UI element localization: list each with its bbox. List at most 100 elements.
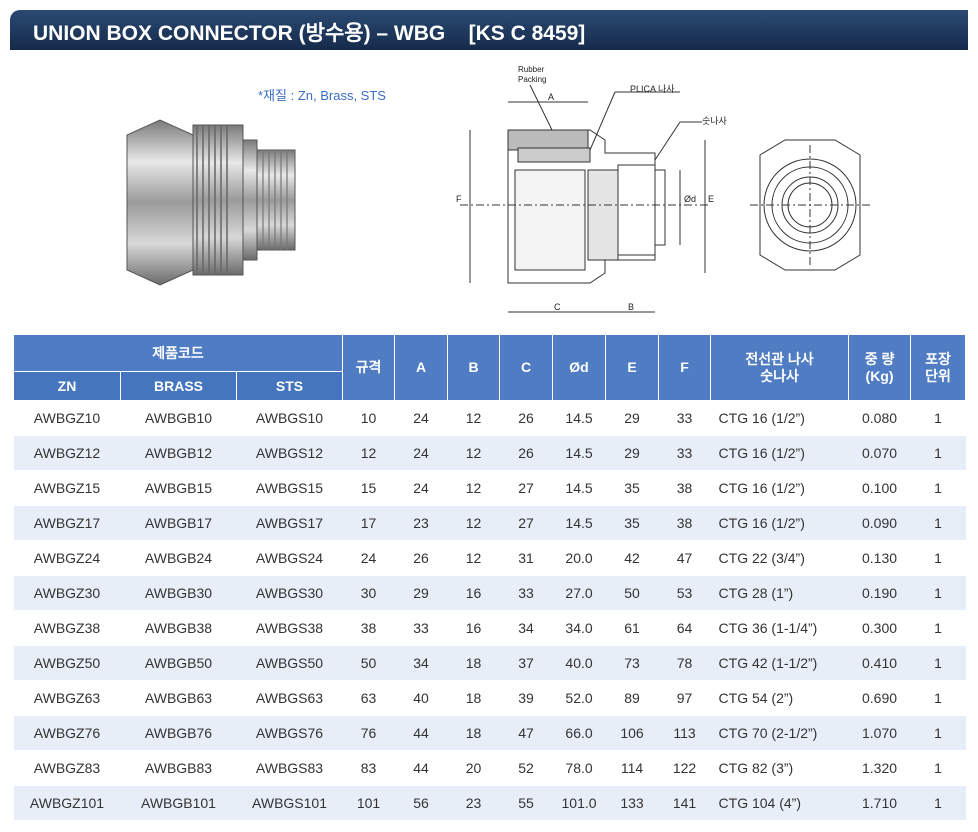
cell-d: 34.0 <box>552 610 606 646</box>
cell-d: 66.0 <box>552 715 606 751</box>
cell-b: 12 <box>447 540 500 576</box>
cell-code-sts: AWBGS76 <box>236 715 343 751</box>
cell-a: 29 <box>394 575 448 611</box>
cell-e: 106 <box>605 715 659 751</box>
cell-f: 64 <box>658 610 711 646</box>
cell-size: 38 <box>342 610 395 646</box>
cell-pack: 1 <box>910 540 966 576</box>
cell-c: 31 <box>499 540 553 576</box>
cell-f: 38 <box>658 505 711 541</box>
cell-code-zn: AWBGZ101 <box>13 785 121 821</box>
cell-c: 26 <box>499 400 553 436</box>
cell-pack: 1 <box>910 505 966 541</box>
cell-b: 18 <box>447 645 500 681</box>
cell-a: 40 <box>394 680 448 716</box>
cell-weight: 0.690 <box>848 680 911 716</box>
header-zn: ZN <box>13 371 121 401</box>
cell-code-brass: AWBGB38 <box>120 610 237 646</box>
cell-code-sts: AWBGS12 <box>236 435 343 471</box>
cell-pack: 1 <box>910 470 966 506</box>
cell-b: 16 <box>447 610 500 646</box>
cell-weight: 0.130 <box>848 540 911 576</box>
cell-e: 89 <box>605 680 659 716</box>
cell-f: 78 <box>658 645 711 681</box>
page-title: UNION BOX CONNECTOR (방수용) – WBG [KS C 84… <box>33 22 586 45</box>
cell-size: 50 <box>342 645 395 681</box>
cell-code-brass: AWBGB50 <box>120 645 237 681</box>
header-d: Ød <box>552 334 607 401</box>
header-b: B <box>447 334 501 401</box>
dim-a-label: A <box>548 92 554 102</box>
cell-weight: 0.070 <box>848 435 911 471</box>
cell-size: 76 <box>342 715 395 751</box>
cell-a: 33 <box>394 610 448 646</box>
cell-b: 12 <box>447 505 500 541</box>
cell-weight: 0.080 <box>848 400 911 436</box>
cell-e: 50 <box>605 575 659 611</box>
cell-pack: 1 <box>910 785 966 821</box>
cell-a: 56 <box>394 785 448 821</box>
cell-pack: 1 <box>910 645 966 681</box>
cell-weight: 1.070 <box>848 715 911 751</box>
cell-thread: CTG 28 (1”) <box>710 575 849 611</box>
cell-c: 52 <box>499 750 553 786</box>
cell-a: 23 <box>394 505 448 541</box>
cell-thread: CTG 16 (1/2”) <box>710 505 849 541</box>
spec-table: 제품코드 규격 A B C Ød E F 전선관 나사 숫나사 중 량 (Kg)… <box>12 334 967 821</box>
cell-e: 133 <box>605 785 659 821</box>
dim-d-label: Ød <box>684 194 696 204</box>
cell-thread: CTG 16 (1/2”) <box>710 470 849 506</box>
cell-e: 42 <box>605 540 659 576</box>
header-sts: STS <box>235 371 344 401</box>
cell-code-brass: AWBGB17 <box>120 505 237 541</box>
cell-code-zn: AWBGZ17 <box>13 505 121 541</box>
cell-e: 73 <box>605 645 659 681</box>
label-plica-thread: PLICA 나사 <box>630 84 675 94</box>
dim-e-label: E <box>708 194 714 204</box>
header-weight: 중 량 (Kg) <box>848 334 912 401</box>
cell-code-zn: AWBGZ15 <box>13 470 121 506</box>
cell-f: 97 <box>658 680 711 716</box>
cell-c: 26 <box>499 435 553 471</box>
cell-thread: CTG 42 (1-1/2”) <box>710 645 849 681</box>
dim-c-label: C <box>554 302 561 312</box>
header-pack: 포장 단위 <box>910 334 967 401</box>
cell-e: 114 <box>605 750 659 786</box>
cell-code-zn: AWBGZ63 <box>13 680 121 716</box>
cell-a: 24 <box>394 400 448 436</box>
header-brass: BRASS <box>120 371 237 401</box>
cell-weight: 0.100 <box>848 470 911 506</box>
cell-a: 24 <box>394 435 448 471</box>
cell-f: 38 <box>658 470 711 506</box>
cell-f: 113 <box>658 715 711 751</box>
cell-d: 20.0 <box>552 540 606 576</box>
cell-size: 17 <box>342 505 395 541</box>
cell-weight: 1.710 <box>848 785 911 821</box>
cell-size: 63 <box>342 680 395 716</box>
cell-f: 47 <box>658 540 711 576</box>
cell-d: 78.0 <box>552 750 606 786</box>
cell-c: 27 <box>499 505 553 541</box>
cell-b: 16 <box>447 575 500 611</box>
cell-f: 33 <box>658 400 711 436</box>
cell-a: 26 <box>394 540 448 576</box>
cell-b: 12 <box>447 435 500 471</box>
header-e: E <box>605 334 660 401</box>
cell-b: 12 <box>447 470 500 506</box>
product-photo <box>126 119 296 286</box>
cell-e: 35 <box>605 470 659 506</box>
cell-size: 83 <box>342 750 395 786</box>
cell-code-sts: AWBGS30 <box>236 575 343 611</box>
spec-table-header: 제품코드 규격 A B C Ød E F 전선관 나사 숫나사 중 량 (Kg)… <box>12 334 967 401</box>
label-male-thread: 숫나사 <box>702 116 728 126</box>
cell-b: 23 <box>447 785 500 821</box>
cell-c: 33 <box>499 575 553 611</box>
cell-code-sts: AWBGS50 <box>236 645 343 681</box>
header-product-code: 제품코드 <box>12 334 344 372</box>
dim-f-label: F <box>456 194 462 204</box>
